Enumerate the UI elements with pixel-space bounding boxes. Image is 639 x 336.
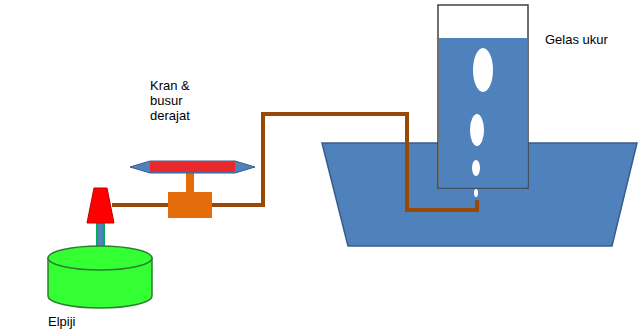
gas-regulator	[87, 188, 114, 223]
gas-bubble	[472, 160, 480, 176]
valve-stem	[186, 172, 194, 194]
tank-label: Elpiji	[48, 314, 128, 329]
glass-water	[439, 38, 527, 187]
gas-bubble	[474, 189, 478, 197]
glass-label: Gelas ukur	[545, 32, 635, 47]
protractor	[130, 161, 255, 173]
valve-label: Kran & busur derajat	[150, 78, 212, 123]
gas-pipe	[112, 114, 477, 210]
gas-bubble	[473, 48, 493, 92]
protractor-face	[150, 162, 235, 172]
gas-bubble	[470, 114, 484, 146]
measuring-glass	[438, 5, 528, 188]
lpg-tank-top	[48, 246, 152, 270]
valve-body	[168, 192, 212, 218]
